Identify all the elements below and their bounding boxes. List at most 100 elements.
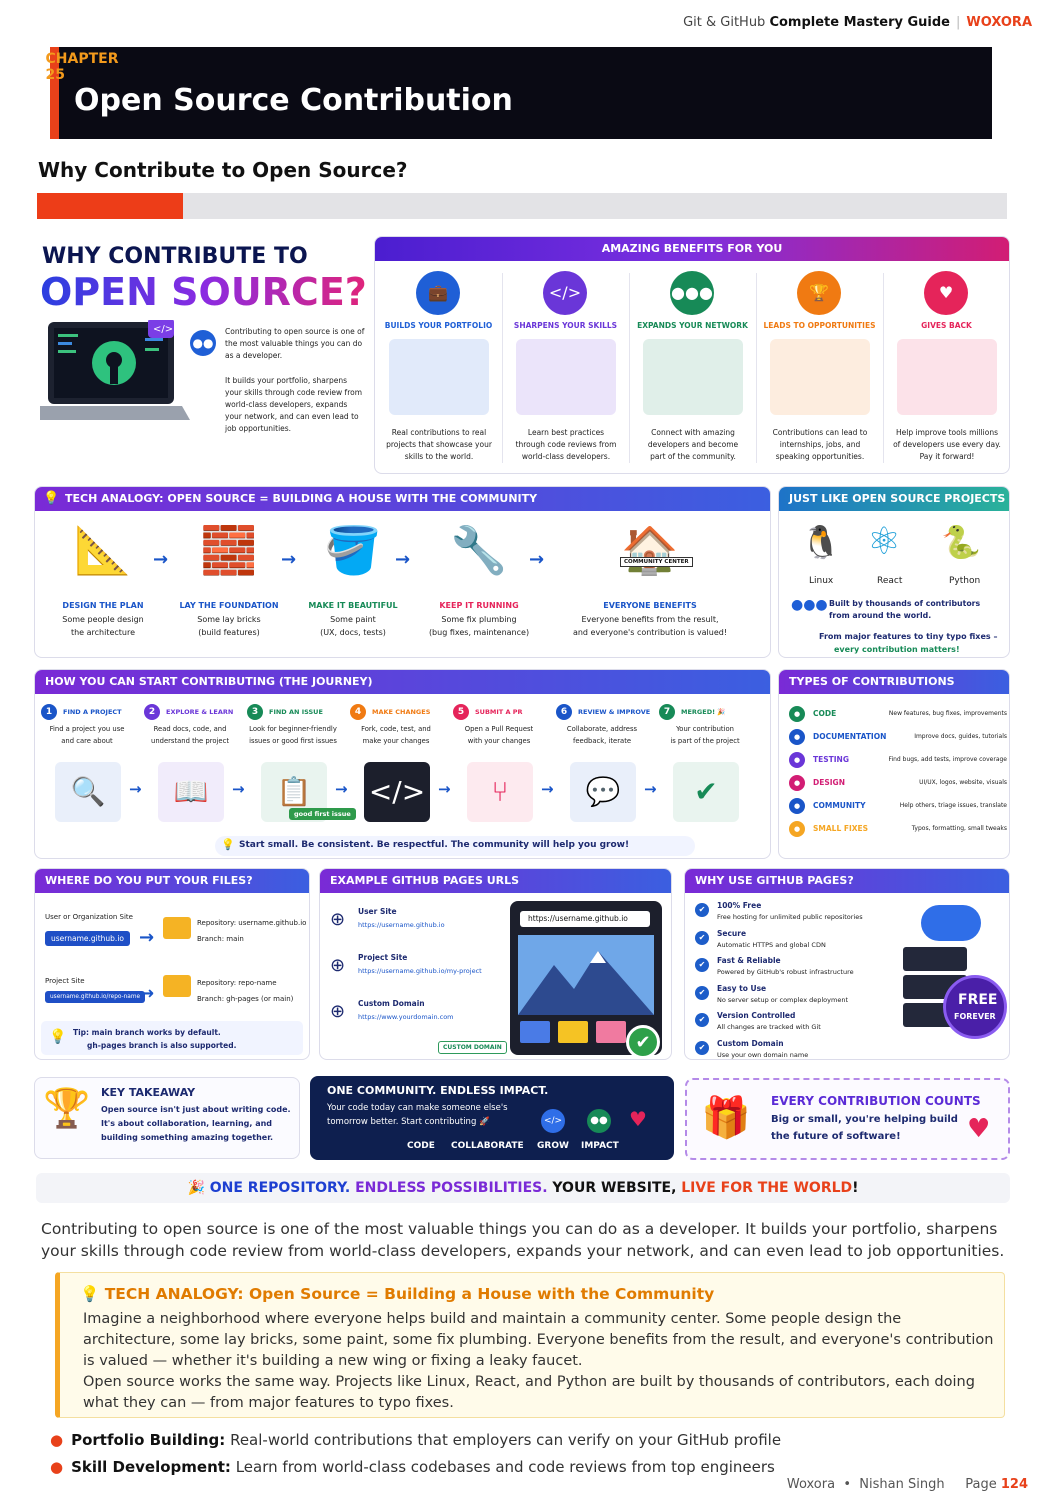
progress-bar — [37, 193, 1007, 219]
journey-step-line1: Read docs, code, and — [153, 725, 227, 733]
good-first-issue-tag: good first issue — [289, 808, 356, 820]
hero-line2: OPEN SOURCE? — [40, 270, 367, 314]
every-title: EVERY CONTRIBUTION COUNTS — [771, 1094, 981, 1108]
type-name: DESIGN — [813, 778, 845, 787]
arrow-icon: → — [541, 780, 554, 798]
type-desc: Improve docs, guides, tutorials — [914, 733, 1007, 740]
project-repo: Repository: repo-name — [197, 979, 277, 987]
type-desc: New features, bug fixes, improvements — [888, 710, 1007, 717]
journey-step-illustration: 💬 — [570, 762, 636, 822]
free-forever-badge: FREE FOREVER — [943, 975, 1007, 1039]
chapter-number: CHAPTER 25 — [45, 51, 119, 83]
check-icon: ✔ — [695, 985, 709, 1000]
network-icon: ●●● — [670, 271, 714, 315]
step-illustration: 🪣 — [324, 523, 382, 577]
projects-built: Built by thousands of contributors from … — [829, 599, 981, 620]
user-repo: Repository: username.github.io — [197, 919, 307, 927]
type-name: SMALL FIXES — [813, 824, 869, 833]
journey-title: HOW YOU CAN START CONTRIBUTING (THE JOUR… — [35, 670, 770, 694]
analogy-step-label: KEEP IT RUNNING — [439, 601, 519, 610]
section-title: Why Contribute to Open Source? — [38, 158, 408, 182]
benefits-title: AMAZING BENEFITS FOR YOU — [375, 237, 1009, 261]
analogy-step-line1: Some paint — [330, 615, 376, 624]
check-icon: ✔ — [695, 958, 709, 972]
react-icon: ⚛ — [867, 519, 902, 563]
journey-panel: HOW YOU CAN START CONTRIBUTING (THE JOUR… — [34, 669, 771, 859]
journey-step-label: SUBMIT A PR — [475, 708, 523, 716]
cloud-icon — [921, 905, 981, 941]
benefit-illustration — [643, 339, 743, 415]
hero: WHY CONTRIBUTE TO OPEN SOURCE? </> ●● Co… — [38, 238, 368, 468]
why-name: Custom Domain — [717, 1038, 784, 1048]
why-desc: Free hosting for unlimited public reposi… — [717, 913, 863, 921]
check-icon: ✔ — [695, 930, 709, 945]
heart-icon: ♥ — [924, 271, 968, 315]
journey-step-line1: Collaborate, address — [566, 725, 638, 733]
check-icon: ✔ — [695, 1013, 709, 1027]
journey-tip: 💡 Start small. Be consistent. Be respect… — [215, 836, 695, 856]
journey-step-illustration: 📖 — [158, 762, 224, 822]
step-illustration: 🏠 — [621, 523, 679, 577]
type-desc: Find bugs, add tests, improve coverage — [888, 756, 1007, 763]
project-label-python: Python — [949, 576, 981, 586]
bulb-icon: 💡 — [43, 491, 60, 506]
benefit-illustration — [770, 339, 870, 415]
journey-step-line1: Open a Pull Request — [464, 725, 534, 733]
journey-step-line2: feedback, iterate — [572, 737, 632, 745]
journey-step-illustration: 🔍 — [55, 762, 121, 822]
step-number: 7 — [659, 704, 675, 720]
arrow-icon: → — [129, 780, 142, 798]
benefit-desc: Connect with amazing developers and beco… — [647, 428, 739, 461]
why-name: Version Controlled — [717, 1011, 796, 1020]
trophy-icon: 🏆 — [43, 1086, 91, 1130]
arrow-icon: → — [153, 549, 169, 570]
projects-title: JUST LIKE OPEN SOURCE PROJECTS — [779, 487, 1009, 511]
arrow-icon: → — [644, 780, 657, 798]
analogy-step-label: LAY THE FOUNDATION — [179, 601, 279, 610]
journey-step-label: REVIEW & IMPROVE — [578, 708, 651, 716]
journey-step-label: FIND A PROJECT — [63, 708, 122, 716]
type-desc: UI/UX, logos, website, visuals — [919, 779, 1007, 786]
benefit-desc: Help improve tools millions of developer… — [893, 428, 1001, 461]
why-name: 100% Free — [717, 901, 762, 910]
bullet-item: ●Portfolio Building: Real-world contribu… — [50, 1431, 782, 1449]
check-icon: ✔ — [695, 903, 709, 917]
why-desc: Use your own domain name — [717, 1050, 809, 1059]
benefit-label: SHARPENS YOUR SKILLS — [513, 321, 618, 330]
url-name: Project Site — [358, 953, 408, 962]
folder-icon — [163, 975, 191, 997]
type-icon: ● — [789, 798, 805, 814]
benefit-label: EXPANDS YOUR NETWORK — [637, 321, 748, 330]
step-number: 2 — [144, 704, 160, 720]
gift-icon: 🎁 — [701, 1095, 751, 1141]
user-branch: Branch: main — [197, 935, 244, 943]
analogy-step-line1: Some fix plumbing — [441, 615, 517, 624]
url-name: User Site — [358, 907, 397, 916]
globe-icon: ⊕ — [330, 955, 346, 976]
journey-step-illustration: ⑂ — [467, 762, 533, 822]
globe-icon: ⊕ — [330, 909, 346, 930]
type-icon: ● — [789, 729, 805, 745]
analogy-title: TECH ANALOGY: OPEN SOURCE = BUILDING A H… — [35, 487, 770, 511]
benefit-label: BUILDS YOUR PORTFOLIO — [384, 321, 493, 330]
url-value: https://username.github.io/my-project — [358, 967, 482, 975]
type-desc: Help others, triage issues, translate — [899, 802, 1007, 809]
benefit-desc: Real contributions to real projects that… — [386, 428, 492, 461]
heart-icon: ♥ — [629, 1107, 647, 1131]
projects-note2: every contribution matters! — [834, 645, 960, 654]
why-title: WHY USE GITHUB PAGES? — [685, 869, 1009, 893]
analogy-panel: TECH ANALOGY: OPEN SOURCE = BUILDING A H… — [34, 486, 771, 658]
people-icon: ●●● — [791, 597, 828, 613]
why-desc: No server setup or complex deployment — [717, 995, 848, 1004]
type-name: CODE — [813, 709, 837, 718]
project-branch: Branch: gh-pages (or main) — [197, 995, 294, 1003]
bulb-icon: 💡 — [80, 1285, 100, 1303]
journey-step-line1: Fork, code, test, and — [361, 725, 431, 733]
type-desc: Typos, formatting, small tweaks — [911, 825, 1007, 832]
bullet-item: ●Skill Development: Learn from world-cla… — [50, 1458, 775, 1476]
laptop-illustration: </> — [40, 320, 190, 420]
type-icon: ● — [789, 775, 805, 791]
analogy-step-line1: Some lay bricks — [197, 615, 261, 624]
journey-step-label: EXPLORE & LEARN — [166, 708, 234, 716]
